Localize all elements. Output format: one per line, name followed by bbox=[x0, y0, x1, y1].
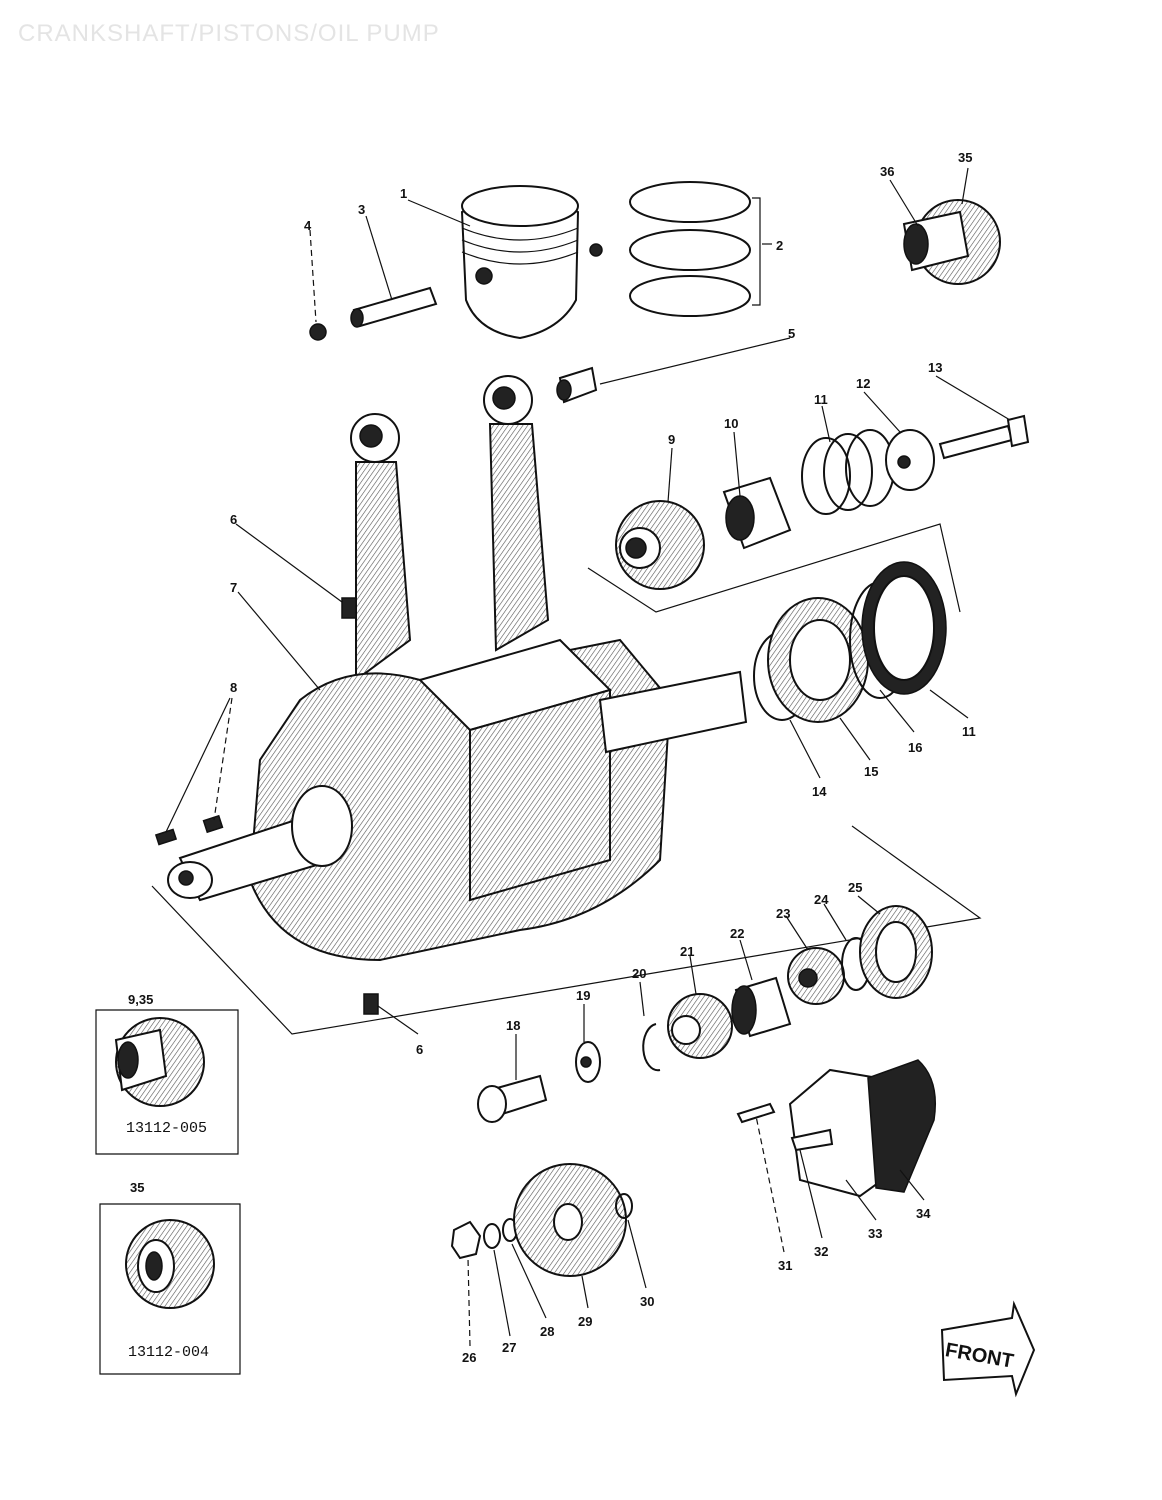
oil-pump bbox=[788, 1059, 937, 1198]
callout-3: 3 bbox=[358, 202, 365, 217]
callout-2: 2 bbox=[776, 238, 783, 253]
piston-rings bbox=[629, 181, 761, 317]
washer-30 bbox=[615, 1193, 633, 1219]
callout-labels: 1 2 3 4 5 6 6 7 8 9 10 11 11 12 13 14 15… bbox=[230, 150, 976, 1365]
callout-29: 29 bbox=[578, 1314, 592, 1329]
callout-5: 5 bbox=[788, 326, 795, 341]
callout-22: 22 bbox=[730, 926, 744, 941]
callout-27: 27 bbox=[502, 1340, 516, 1355]
pin-circlip bbox=[309, 323, 327, 341]
leader-lines bbox=[165, 167, 1011, 1347]
front-arrow: FRONT bbox=[940, 1300, 1036, 1398]
callout-21: 21 bbox=[680, 944, 694, 959]
washer-12 bbox=[885, 429, 935, 491]
callout-4: 4 bbox=[304, 218, 312, 233]
callout-13: 13 bbox=[928, 360, 942, 375]
nut-26 bbox=[450, 1220, 482, 1260]
sprocket-9 bbox=[615, 500, 705, 590]
washer-19 bbox=[575, 1041, 601, 1083]
connecting-rod-right bbox=[483, 375, 550, 652]
cam-10 bbox=[722, 476, 792, 550]
callout-28: 28 bbox=[540, 1324, 554, 1339]
gear-21 bbox=[667, 993, 733, 1059]
callout-19: 19 bbox=[576, 988, 590, 1003]
callout-11-top: 11 bbox=[814, 392, 828, 407]
crankshaft bbox=[167, 638, 748, 962]
callout-9: 9 bbox=[668, 432, 675, 447]
callout-30: 30 bbox=[640, 1294, 654, 1309]
small-end-bushing bbox=[556, 366, 598, 404]
screw-31 bbox=[736, 1102, 776, 1124]
piston bbox=[460, 185, 603, 340]
callout-8: 8 bbox=[230, 680, 237, 695]
inset-bottom-code: 13112-004 bbox=[128, 1344, 209, 1361]
gear-29 bbox=[513, 1163, 627, 1277]
callout-34: 34 bbox=[916, 1206, 931, 1221]
callout-25: 25 bbox=[848, 880, 862, 895]
callout-15: 15 bbox=[864, 764, 878, 779]
inset-bottom-header: 35 bbox=[130, 1180, 144, 1195]
crank-pins bbox=[154, 814, 224, 846]
crank-dowels bbox=[341, 597, 379, 1015]
piston-pin bbox=[350, 286, 438, 328]
callout-32: 32 bbox=[814, 1244, 828, 1259]
callout-23: 23 bbox=[776, 906, 790, 921]
bearing-25 bbox=[859, 905, 933, 999]
callout-16: 16 bbox=[908, 740, 922, 755]
washer-27 bbox=[483, 1223, 501, 1249]
callout-24: 24 bbox=[814, 892, 829, 907]
callout-35: 35 bbox=[958, 150, 972, 165]
circlip-20 bbox=[642, 1023, 661, 1072]
callout-31: 31 bbox=[778, 1258, 792, 1273]
callout-7: 7 bbox=[230, 580, 237, 595]
inset-top: 9,35 13112-005 bbox=[95, 992, 239, 1155]
spring-11 bbox=[801, 429, 895, 515]
callout-6-top: 6 bbox=[230, 512, 237, 527]
callout-6-bottom: 6 bbox=[416, 1042, 423, 1057]
callout-1: 1 bbox=[400, 186, 407, 201]
bushing-22 bbox=[731, 976, 792, 1038]
callout-14: 14 bbox=[812, 784, 827, 799]
callout-12: 12 bbox=[856, 376, 870, 391]
sprocket-35-36 bbox=[902, 199, 1001, 285]
callout-36: 36 bbox=[880, 164, 894, 179]
callout-20: 20 bbox=[632, 966, 646, 981]
callout-11-bottom: 11 bbox=[962, 724, 976, 739]
callout-10: 10 bbox=[724, 416, 738, 431]
inset-top-code: 13112-005 bbox=[126, 1120, 207, 1137]
inset-top-header: 9,35 bbox=[128, 992, 153, 1007]
inset-bottom: 35 13112-004 bbox=[99, 1180, 241, 1375]
callout-26: 26 bbox=[462, 1350, 476, 1365]
page-title: CRANKSHAFT/PISTONS/OIL PUMP bbox=[18, 20, 440, 47]
gear-23 bbox=[787, 947, 845, 1005]
callout-33: 33 bbox=[868, 1226, 882, 1241]
callout-18: 18 bbox=[506, 1018, 520, 1033]
connecting-rod-left bbox=[350, 413, 412, 682]
bolt-13 bbox=[938, 414, 1030, 460]
bolt-18 bbox=[477, 1074, 548, 1123]
bearing-assembly bbox=[753, 561, 947, 723]
